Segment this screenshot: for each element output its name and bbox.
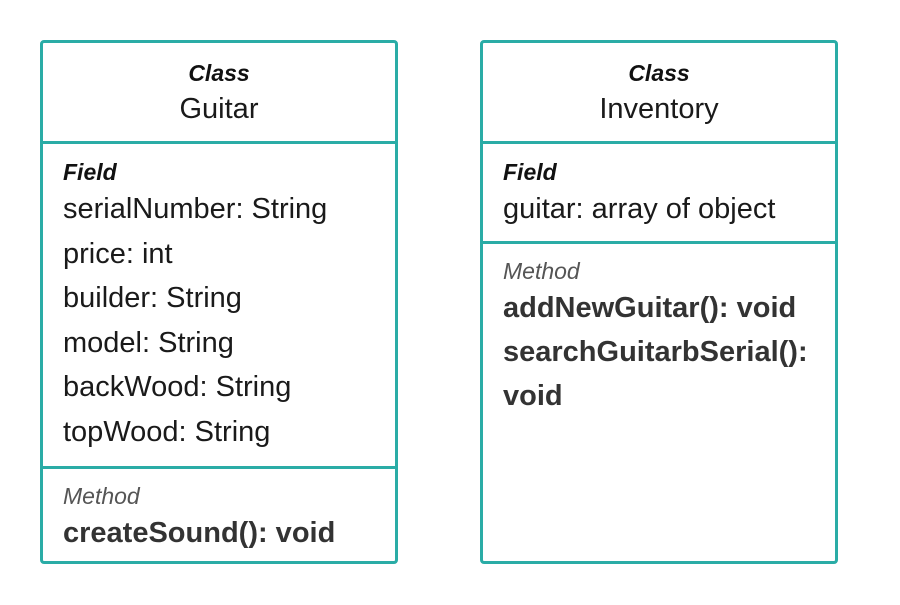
class-header: Class Inventory — [483, 43, 835, 144]
class-box-guitar: Class Guitar Field serialNumber: String … — [40, 40, 398, 564]
method-item: createSound(): void — [63, 517, 336, 549]
field-item: model: String — [63, 326, 234, 359]
method-label: Method — [503, 258, 580, 284]
method-label: Method — [63, 483, 140, 509]
method-item: addNewGuitar(): void — [503, 292, 797, 324]
method-item: searchGuitarbSerial(): void — [503, 336, 808, 412]
field-item: builder: String — [63, 282, 242, 314]
field-item: guitar: array of object — [503, 193, 776, 225]
class-stereotype: Class — [188, 60, 250, 86]
field-label: Field — [503, 159, 557, 185]
class-header: Class Guitar — [43, 43, 395, 144]
methods-section: Method addNewGuitar(): void searchGuitar… — [483, 244, 835, 561]
field-item: backWood: String — [63, 371, 292, 403]
class-box-inventory: Class Inventory Field guitar: array of o… — [480, 40, 838, 564]
fields-section: Field serialNumber: String price: int bu… — [43, 144, 395, 469]
field-label: Field — [63, 159, 117, 185]
fields-section: Field guitar: array of object — [483, 144, 835, 244]
class-name: Inventory — [599, 93, 719, 125]
field-item: serialNumber: String — [63, 193, 328, 225]
methods-section: Method createSound(): void — [43, 469, 395, 561]
field-item: topWood: String — [63, 415, 271, 448]
class-stereotype: Class — [628, 60, 690, 86]
class-name: Guitar — [179, 93, 259, 125]
field-item: price: int — [63, 237, 173, 270]
